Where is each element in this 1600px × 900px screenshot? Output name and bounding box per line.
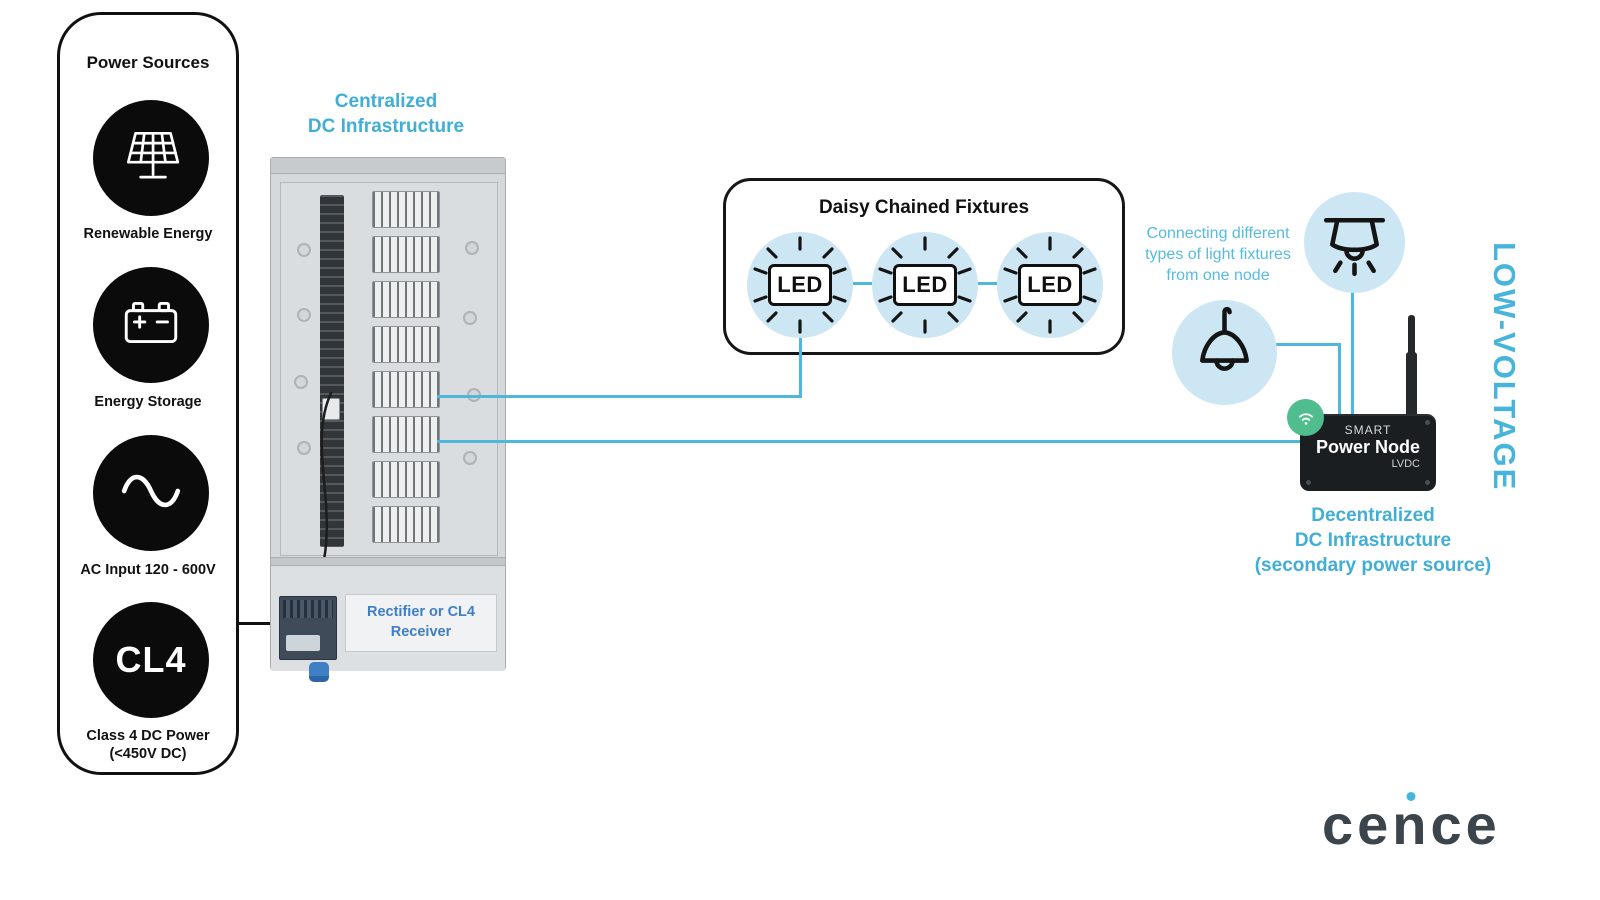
class4-dc-badge: CL4 (93, 602, 209, 718)
ac-input-label: AC Input 120 - 600V (80, 562, 216, 578)
rectifier-unit (279, 596, 337, 660)
led-chain-link (853, 282, 872, 285)
wire-ceiling-lamp-vertical (1351, 291, 1354, 418)
daisy-chain-title: Daisy Chained Fixtures (818, 197, 1030, 218)
centralized-title: Centralized DC Infrastructure (307, 91, 465, 137)
breaker-module (372, 236, 440, 273)
breaker-module (372, 416, 440, 453)
breaker-module (372, 326, 440, 363)
dc-cabinet: Rectifier or CL4 Receiver (270, 157, 506, 682)
battery-icon (118, 290, 184, 361)
cable-gland (309, 662, 329, 682)
logo-dot-icon (1406, 792, 1416, 801)
decentralized-title: Decentralized DC Infrastructure (seconda… (1254, 505, 1492, 577)
led-label: LED (893, 264, 957, 306)
wifi-badge (1287, 399, 1324, 436)
led-fixture: LED (997, 232, 1103, 338)
breaker-module (372, 461, 440, 498)
wire-pendant-vertical (1338, 343, 1341, 418)
class4-dc-label: Class 4 DC Power (<450V DC) (86, 728, 210, 763)
led-burst-icon (878, 236, 972, 334)
sine-wave-icon (118, 458, 184, 529)
receiver-plate: Rectifier or CL4 Receiver (345, 594, 497, 652)
ac-input-badge (93, 435, 209, 551)
wire-pendant-horizontal (1276, 343, 1341, 346)
terminal-block (322, 398, 340, 420)
wifi-icon (1298, 412, 1313, 425)
breaker-module (372, 506, 440, 543)
ceiling-light-badge (1304, 192, 1405, 293)
led-burst-icon (753, 236, 847, 334)
cabinet-lower-compartment: Rectifier or CL4 Receiver (271, 566, 505, 682)
pendant-light-badge (1172, 300, 1277, 405)
breaker-module-stack (372, 191, 440, 543)
solar-panel-icon (118, 123, 184, 194)
wire-cabinet-to-daisy-horizontal (437, 395, 801, 398)
energy-storage-badge (93, 267, 209, 383)
renewable-energy-label: Renewable Energy (83, 226, 213, 242)
daisy-chain-box: Daisy Chained Fixtures LED LED (723, 178, 1125, 355)
ceiling-lamp-icon (1323, 218, 1386, 277)
cabinet-top-flange (271, 158, 505, 174)
breaker-module (372, 191, 440, 228)
energy-storage-label: Energy Storage (94, 394, 202, 410)
low-voltage-label: LOW-VOLTAGE (1487, 242, 1522, 492)
wire-cabinet-to-daisy-vertical (799, 336, 802, 398)
power-sources-title: Power Sources (86, 53, 210, 72)
mounting-hole (297, 243, 311, 257)
mounting-hole (294, 375, 308, 389)
rectifier-vents (283, 600, 333, 618)
controller-pcb (320, 195, 344, 547)
pendant-lamp-icon (1200, 306, 1249, 371)
led-label: LED (768, 264, 832, 306)
wire-cabinet-to-node (437, 440, 1301, 443)
breaker-module (372, 371, 440, 408)
power-sources-panel: Power Sources Renewable Energy (57, 12, 239, 775)
mounting-hole (463, 451, 477, 465)
node-name-text: Power Node (1315, 437, 1421, 457)
screw-icon (1425, 420, 1430, 425)
mounting-hole (297, 441, 311, 455)
rectifier-nameplate (286, 635, 320, 651)
mounting-hole (297, 308, 311, 322)
mounting-hole (465, 241, 479, 255)
led-burst-icon (1003, 236, 1097, 334)
screw-icon (1425, 480, 1430, 485)
node-brand-text: SMART (1344, 423, 1392, 437)
cabinet-divider-rail (271, 557, 505, 566)
led-fixture: LED (872, 232, 978, 338)
wire-cl4-to-cabinet (239, 622, 270, 625)
cabinet-interior (280, 182, 498, 556)
breaker-module (372, 281, 440, 318)
screw-icon (1306, 480, 1311, 485)
node-antenna (1406, 352, 1417, 418)
mounting-hole (463, 311, 477, 325)
node-antenna-tip (1408, 315, 1415, 357)
node-sub-text: LVDC (1391, 458, 1420, 470)
node-annotation: Connecting different types of light fixt… (1145, 225, 1291, 285)
led-fixture: LED (747, 232, 853, 338)
cl4-text-icon: CL4 (115, 639, 187, 680)
smart-power-node: SMART Power Node LVDC (1300, 414, 1436, 491)
led-label: LED (1018, 264, 1082, 306)
renewable-energy-badge (93, 100, 209, 216)
led-chain-link (978, 282, 997, 285)
receiver-label: Rectifier or CL4 Receiver (367, 604, 475, 640)
